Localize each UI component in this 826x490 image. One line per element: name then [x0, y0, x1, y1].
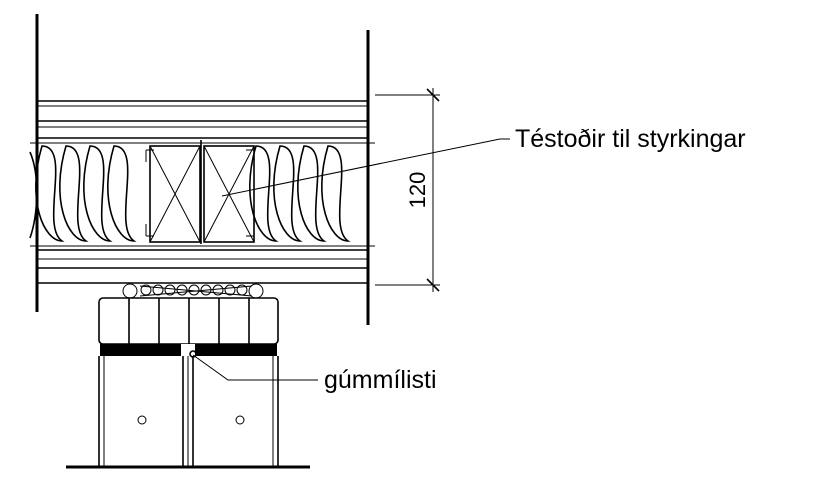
leader-line-rubber [192, 354, 318, 381]
insulation-left [29, 145, 137, 242]
gasket-row [122, 283, 264, 299]
dimension-120: 120 [375, 88, 440, 292]
wood-studs [145, 140, 255, 244]
label-rubber-strip: gúmmílisti [324, 366, 437, 394]
leader-line-studs [221, 138, 501, 197]
dimension-value: 120 [405, 172, 430, 209]
label-wood-studs: Téstoðir til styrkingar [515, 125, 746, 153]
top-boards [30, 100, 375, 144]
lower-support [66, 350, 310, 469]
support-blocks [98, 297, 279, 356]
insulation-right [249, 145, 351, 242]
bottom-boards [30, 245, 375, 284]
